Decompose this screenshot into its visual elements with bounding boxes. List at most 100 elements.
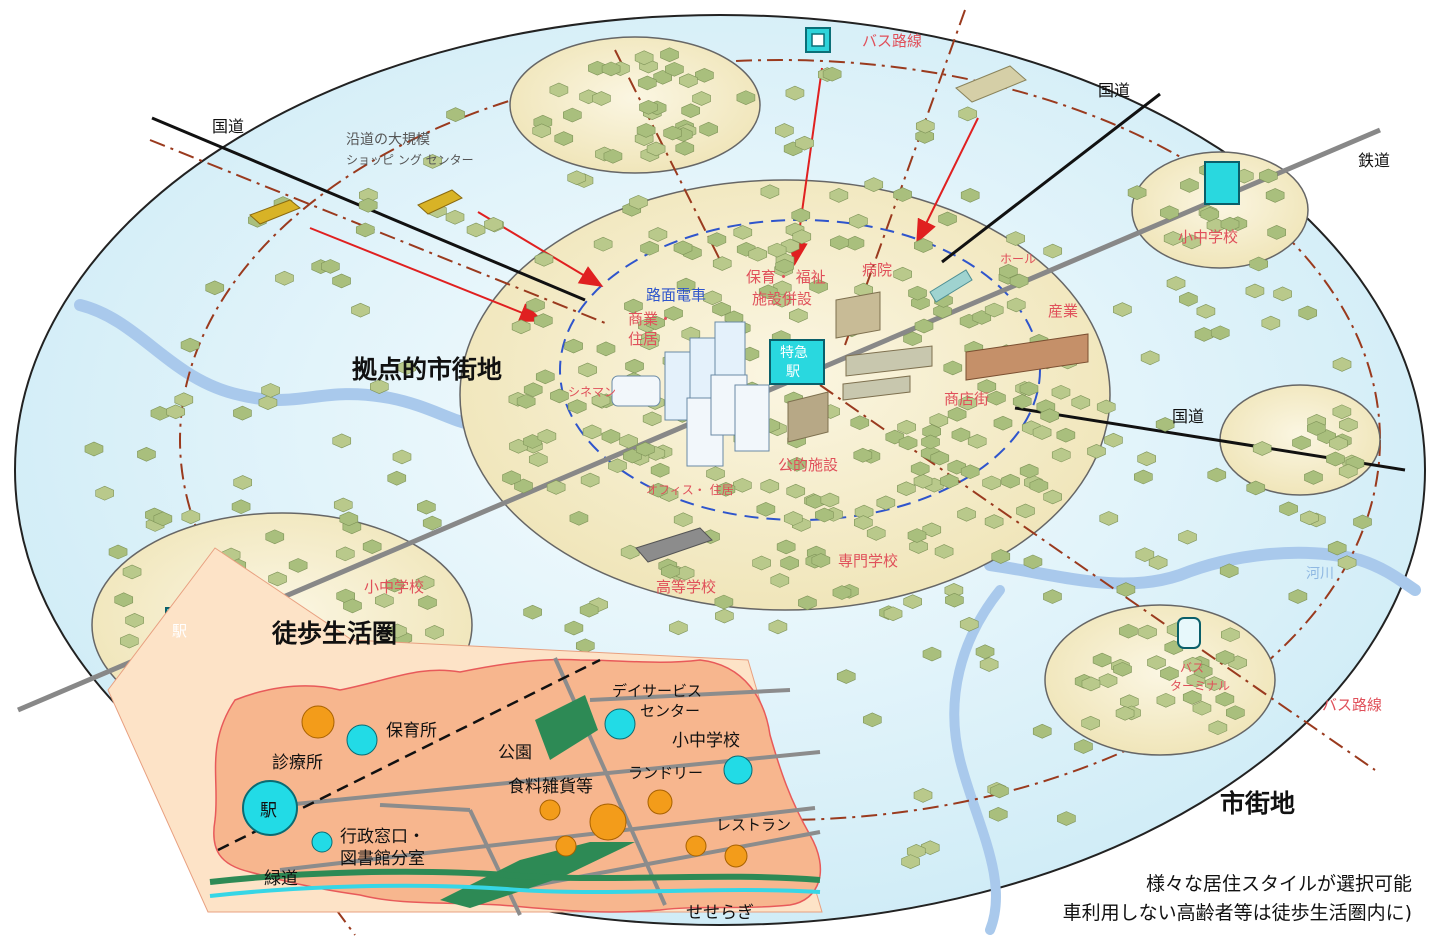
river-branch: [949, 585, 1005, 935]
house-icon: [673, 512, 693, 528]
house-icon: [854, 515, 873, 530]
house-icon: [1113, 302, 1132, 317]
house-icon: [967, 433, 987, 449]
house-icon: [422, 515, 442, 531]
river-right: [984, 546, 1421, 596]
house-icon: [770, 573, 790, 588]
house-icon: [523, 382, 543, 398]
label-vocational-school: 専門学校: [838, 552, 898, 570]
house-icon: [1208, 720, 1228, 736]
house-icon: [785, 85, 805, 101]
inset-park: [535, 695, 598, 760]
node-clinic: [301, 705, 335, 739]
house-icon: [903, 594, 922, 610]
house-icon: [1096, 399, 1116, 415]
house-icon: [977, 379, 997, 394]
footnote: 様々な居住スタイルが選択可能 車利用しない高齢者等は徒歩生活圏内に): [1063, 870, 1412, 928]
house-icon: [550, 388, 569, 404]
house-icon: [736, 90, 756, 105]
house-icon: [993, 415, 1013, 431]
house-icon: [580, 472, 600, 488]
house-icon: [321, 259, 340, 274]
house-icon: [579, 602, 599, 618]
house-icon: [339, 511, 359, 527]
house-icon: [625, 358, 644, 374]
house-icon: [511, 319, 531, 335]
label-shopping-street: 商店街: [944, 390, 989, 408]
house-icon: [660, 47, 679, 63]
house-icon: [898, 435, 918, 451]
house-icon: [546, 480, 566, 495]
school-upper-right-icon: [1204, 161, 1240, 205]
house-icon: [567, 399, 587, 414]
house-icon: [1147, 655, 1166, 670]
house-icon: [1332, 357, 1352, 372]
house-icon: [1245, 283, 1265, 299]
house-icon: [620, 544, 640, 560]
house-icon: [1019, 463, 1039, 479]
house-icon: [268, 571, 287, 587]
house-icon: [119, 633, 139, 649]
inset-label-park: 公園: [498, 743, 532, 763]
house-icon: [502, 470, 521, 486]
label-cinema: シネマン: [568, 385, 616, 399]
bus-route-line-2: [819, 384, 1376, 771]
house-icon: [830, 235, 849, 250]
house-icon: [1179, 291, 1198, 307]
house-icon: [592, 91, 611, 106]
label-office-housing: オフィス・ 住居: [646, 483, 734, 497]
house-icon: [233, 475, 253, 490]
house-icon: [532, 123, 552, 139]
house-icon: [275, 270, 294, 286]
house-icon: [1104, 432, 1123, 448]
label-urban-area: 市街地: [1220, 789, 1295, 818]
house-icon: [640, 240, 659, 256]
house-icon: [866, 526, 886, 541]
house-icon: [822, 66, 842, 82]
label-national-road-top-right: 国道: [1098, 81, 1130, 100]
house-icon: [1043, 243, 1063, 259]
house-icon: [1215, 650, 1235, 665]
house-icon: [1163, 231, 1183, 246]
house-icon: [959, 616, 979, 632]
house-icon: [533, 313, 553, 328]
house-icon: [907, 528, 927, 543]
house-icon: [526, 297, 545, 313]
house-icon: [938, 211, 957, 227]
house-icon: [1156, 692, 1176, 708]
house-icon: [767, 242, 787, 258]
house-icon: [707, 232, 727, 247]
node-grocery-1: [539, 799, 561, 821]
express-station-box: [769, 339, 825, 385]
house-icon: [756, 501, 776, 517]
house-icon: [1196, 303, 1216, 319]
label-national-road-left: 国道: [212, 117, 244, 136]
house-icon: [649, 482, 668, 498]
house-icon: [1329, 436, 1348, 451]
house-icon: [758, 284, 778, 300]
house-icon: [776, 539, 796, 555]
house-icon: [95, 485, 114, 501]
house-icon: [1273, 286, 1292, 302]
house-icon: [929, 413, 949, 428]
inset-label-clinic: 診療所: [272, 753, 323, 773]
label-school-left: 小中学校: [364, 578, 424, 596]
house-icon: [760, 478, 780, 494]
label-shopping-2: ショッピ ング センター: [346, 153, 474, 167]
house-icon: [1178, 529, 1197, 545]
bus-route-line-3: [149, 139, 611, 326]
house-icon: [514, 478, 533, 494]
house-icon: [1204, 676, 1224, 691]
house-icon: [1113, 661, 1132, 677]
node-laundry: [647, 789, 673, 815]
house-icon: [901, 854, 920, 869]
node-restaurant-1: [685, 835, 707, 857]
house-icon: [1032, 723, 1052, 739]
district-lower-right: [1044, 604, 1276, 756]
house-icon: [676, 277, 696, 293]
house-icon: [569, 510, 589, 526]
house-icon: [608, 458, 627, 474]
house-icon: [1057, 811, 1076, 826]
house-icon: [1115, 706, 1135, 721]
house-icon: [930, 450, 950, 466]
